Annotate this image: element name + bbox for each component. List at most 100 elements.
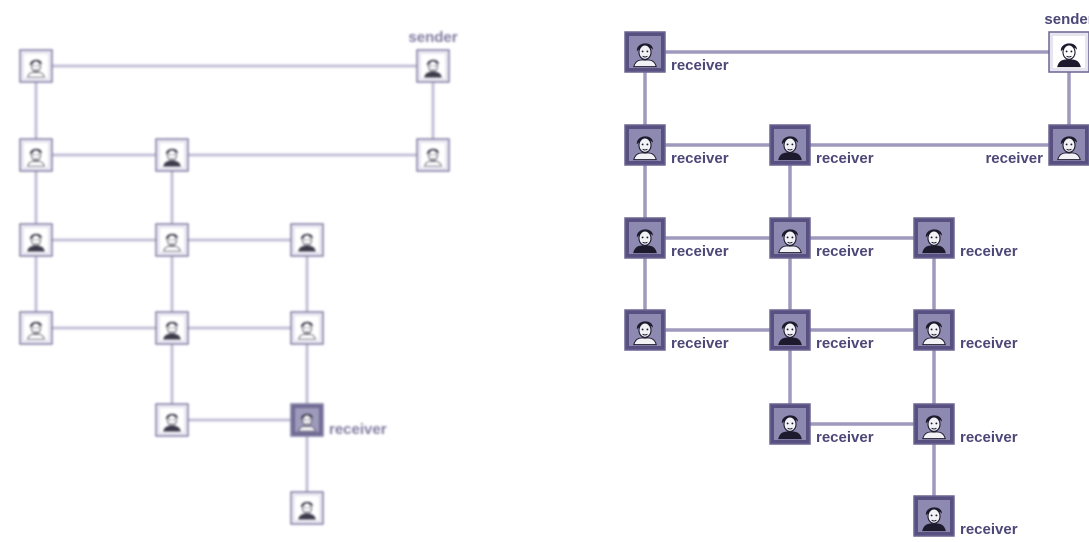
face-shape bbox=[783, 416, 797, 432]
body-shape bbox=[27, 245, 45, 252]
eye-shape bbox=[33, 239, 35, 241]
face-shape bbox=[31, 149, 41, 162]
mouth-shape bbox=[34, 69, 38, 71]
person-node-b1 bbox=[769, 124, 811, 166]
receiver-label: receiver bbox=[960, 335, 1018, 352]
person-node-s1 bbox=[1048, 124, 1089, 166]
hair-shape bbox=[29, 321, 42, 328]
body-shape bbox=[163, 333, 181, 340]
eye-shape bbox=[169, 419, 171, 421]
mouth-shape bbox=[34, 158, 38, 160]
receiver-label: receiver bbox=[960, 521, 1018, 538]
face-shape bbox=[927, 322, 941, 338]
mouth-shape bbox=[34, 243, 38, 245]
face-shape bbox=[302, 234, 312, 247]
hair-shape bbox=[29, 59, 42, 66]
person-node-b3 bbox=[769, 309, 811, 351]
face-shape bbox=[783, 137, 797, 153]
body-shape bbox=[1057, 152, 1081, 161]
eye-shape bbox=[935, 514, 938, 517]
eye-shape bbox=[930, 236, 933, 239]
person-node-s1 bbox=[416, 138, 450, 172]
eye-shape bbox=[37, 65, 39, 67]
mouth-shape bbox=[305, 243, 309, 245]
body-shape bbox=[27, 160, 45, 167]
eye-shape bbox=[304, 327, 306, 329]
person-node-b3 bbox=[155, 311, 189, 345]
eye-shape bbox=[646, 50, 649, 53]
receiver-label: receiver bbox=[985, 150, 1043, 167]
receiver-label: receiver bbox=[960, 429, 1018, 446]
body-shape bbox=[298, 333, 316, 340]
eye-shape bbox=[434, 65, 436, 67]
hair-shape bbox=[781, 415, 798, 424]
person-node-a1 bbox=[624, 124, 666, 166]
hair-shape bbox=[636, 321, 653, 330]
eye-shape bbox=[308, 507, 310, 509]
eye-shape bbox=[786, 328, 789, 331]
person-node-s bbox=[1048, 31, 1089, 73]
face-shape bbox=[167, 149, 177, 162]
person-node-b1 bbox=[155, 138, 189, 172]
body-shape bbox=[424, 71, 442, 78]
eye-shape bbox=[169, 239, 171, 241]
hair-shape bbox=[300, 233, 313, 240]
person-node-a0 bbox=[19, 49, 53, 83]
eye-shape bbox=[173, 239, 175, 241]
receiver-label: receiver bbox=[671, 57, 729, 74]
face-shape bbox=[927, 416, 941, 432]
eye-shape bbox=[791, 143, 794, 146]
face-shape bbox=[1062, 137, 1076, 153]
face-shape bbox=[927, 508, 941, 524]
hair-shape bbox=[925, 321, 942, 330]
eye-shape bbox=[169, 327, 171, 329]
hair-shape bbox=[300, 321, 313, 328]
eye-shape bbox=[1065, 143, 1068, 146]
person-node-a1 bbox=[19, 138, 53, 172]
mouth-shape bbox=[642, 55, 648, 58]
body-shape bbox=[163, 425, 181, 432]
body-shape bbox=[922, 337, 946, 346]
face-shape bbox=[428, 149, 438, 162]
mouth-shape bbox=[431, 158, 435, 160]
receiver-label: receiver bbox=[816, 243, 874, 260]
hair-shape bbox=[636, 43, 653, 52]
eye-shape bbox=[304, 419, 306, 421]
eye-shape bbox=[430, 154, 432, 156]
eye-shape bbox=[930, 328, 933, 331]
mouth-shape bbox=[931, 519, 937, 522]
face-shape bbox=[638, 322, 652, 338]
mouth-shape bbox=[787, 241, 793, 244]
person-node-s bbox=[416, 49, 450, 83]
eye-shape bbox=[173, 154, 175, 156]
body-shape bbox=[27, 71, 45, 78]
person-node-c2 bbox=[913, 217, 955, 259]
eye-shape bbox=[641, 143, 644, 146]
mouth-shape bbox=[642, 241, 648, 244]
eye-shape bbox=[169, 154, 171, 156]
receiver-label: receiver bbox=[960, 243, 1018, 260]
hair-shape bbox=[636, 136, 653, 145]
hair-shape bbox=[925, 415, 942, 424]
face-shape bbox=[638, 230, 652, 246]
hair-shape bbox=[1060, 43, 1077, 52]
face-shape bbox=[302, 414, 312, 427]
eye-shape bbox=[33, 154, 35, 156]
receiver-label: receiver bbox=[816, 150, 874, 167]
body-shape bbox=[922, 245, 946, 254]
receiver-label: receiver bbox=[671, 150, 729, 167]
mouth-shape bbox=[787, 333, 793, 336]
eye-shape bbox=[430, 65, 432, 67]
eye-shape bbox=[646, 328, 649, 331]
hair-shape bbox=[300, 413, 313, 420]
eye-shape bbox=[308, 419, 310, 421]
body-shape bbox=[633, 245, 657, 254]
eye-shape bbox=[786, 143, 789, 146]
hair-shape bbox=[165, 321, 178, 328]
eye-shape bbox=[37, 239, 39, 241]
face-shape bbox=[31, 234, 41, 247]
eye-shape bbox=[308, 327, 310, 329]
